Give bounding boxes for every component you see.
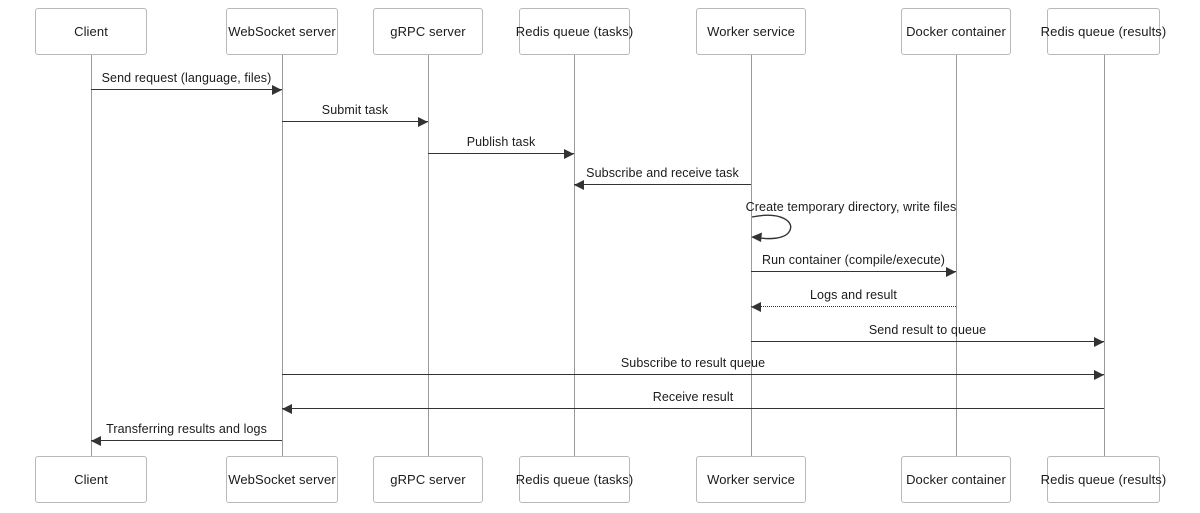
participant-header-worker[interactable]: Worker service — [696, 8, 806, 55]
self-message-loop — [751, 214, 792, 242]
participant-label: Client — [74, 472, 108, 487]
lifeline-websocket — [282, 55, 283, 456]
lifeline-client — [91, 55, 92, 456]
message-arrowhead — [946, 267, 956, 277]
message-line — [428, 153, 574, 154]
message-line — [282, 374, 1104, 375]
message-label: Publish task — [466, 135, 536, 149]
participant-footer-redis_results[interactable]: Redis queue (results) — [1041, 456, 1166, 503]
message-arrowhead — [1094, 370, 1104, 380]
message-line — [751, 271, 956, 272]
message-arrowhead — [91, 436, 101, 446]
message-label: Submit task — [321, 103, 389, 117]
message-line — [282, 408, 1104, 409]
lifeline-grpc — [428, 55, 429, 456]
participant-header-redis_tasks[interactable]: Redis queue (tasks) — [516, 8, 633, 55]
lifeline-worker — [751, 55, 752, 456]
message-label: Send request (language, files) — [101, 71, 272, 85]
lifeline-redis_tasks — [574, 55, 575, 456]
participant-footer-client[interactable]: Client — [35, 456, 147, 503]
message-arrowhead — [1094, 337, 1104, 347]
participant-header-websocket[interactable]: WebSocket server — [226, 8, 338, 55]
message-line — [91, 440, 282, 441]
message-arrowhead — [574, 180, 584, 190]
message-label: Subscribe and receive task — [586, 166, 739, 180]
message-arrowhead — [564, 149, 574, 159]
participant-label: Client — [74, 24, 108, 39]
participant-label: Docker container — [906, 472, 1006, 487]
message-arrowhead — [272, 85, 282, 95]
participant-label: WebSocket server — [228, 472, 336, 487]
participant-header-docker[interactable]: Docker container — [901, 8, 1011, 55]
participant-footer-worker[interactable]: Worker service — [696, 456, 806, 503]
message-arrowhead — [282, 404, 292, 414]
participant-label: Docker container — [906, 24, 1006, 39]
message-label: Create temporary directory, write files — [745, 200, 957, 214]
participant-header-redis_results[interactable]: Redis queue (results) — [1041, 8, 1166, 55]
message-label: Receive result — [652, 390, 734, 404]
participant-header-grpc[interactable]: gRPC server — [373, 8, 483, 55]
lifeline-docker — [956, 55, 957, 456]
participant-label: WebSocket server — [228, 24, 336, 39]
message-label: Logs and result — [810, 288, 897, 302]
participant-label: Worker service — [707, 24, 795, 39]
participant-footer-docker[interactable]: Docker container — [901, 456, 1011, 503]
message-arrowhead — [751, 302, 761, 312]
participant-label: Redis queue (results) — [1040, 472, 1167, 487]
participant-header-client[interactable]: Client — [35, 8, 147, 55]
message-label: Transferring results and logs — [106, 422, 267, 436]
message-line — [751, 306, 956, 307]
message-arrowhead — [418, 117, 428, 127]
participant-footer-websocket[interactable]: WebSocket server — [226, 456, 338, 503]
message-label: Subscribe to result queue — [620, 356, 766, 370]
message-line — [751, 341, 1104, 342]
message-line — [91, 89, 282, 90]
participant-label: gRPC server — [390, 24, 466, 39]
message-line — [282, 121, 428, 122]
participant-footer-redis_tasks[interactable]: Redis queue (tasks) — [516, 456, 633, 503]
lifeline-redis_results — [1104, 55, 1105, 456]
participant-label: Redis queue (results) — [1040, 24, 1167, 39]
participant-label: Redis queue (tasks) — [515, 472, 634, 487]
participant-label: Redis queue (tasks) — [515, 24, 634, 39]
message-label: Run container (compile/execute) — [761, 253, 946, 267]
participant-label: gRPC server — [390, 472, 466, 487]
message-line — [574, 184, 751, 185]
message-label: Send result to queue — [868, 323, 987, 337]
participant-label: Worker service — [707, 472, 795, 487]
participant-footer-grpc[interactable]: gRPC server — [373, 456, 483, 503]
